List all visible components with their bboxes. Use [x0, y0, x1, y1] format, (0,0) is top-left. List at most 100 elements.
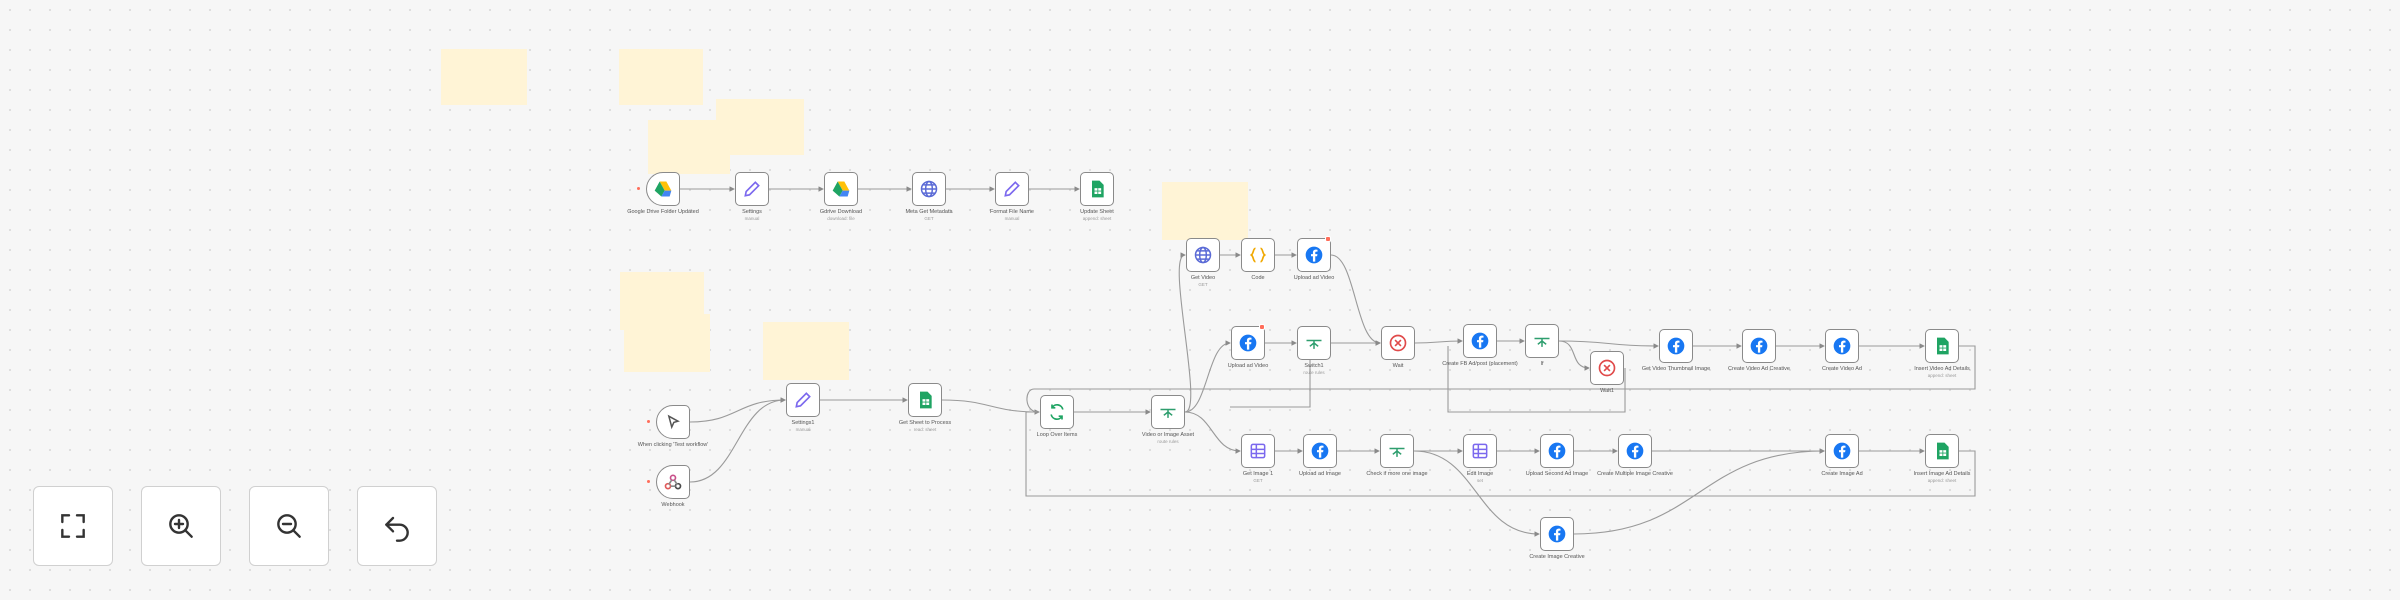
connection-line[interactable] — [689, 397, 786, 483]
node-title: Video or Image Asset — [1141, 432, 1195, 438]
sticky-note[interactable] — [441, 49, 527, 105]
google-drive-icon — [831, 179, 851, 199]
sticky-note[interactable] — [619, 49, 703, 105]
switch-icon — [1532, 331, 1552, 351]
node-switch2[interactable] — [1297, 326, 1331, 360]
node-wait[interactable] — [1381, 326, 1415, 360]
connection-line[interactable] — [1558, 340, 1659, 349]
zoom-in-button[interactable]: Zoom in — [141, 486, 221, 566]
node-get-image[interactable] — [1241, 434, 1275, 468]
loop-back-connection[interactable] — [1447, 346, 1626, 413]
node-create-video-ad[interactable] — [1825, 329, 1859, 363]
loop-back-connection[interactable] — [1025, 411, 1976, 497]
connection-line[interactable] — [1184, 411, 1241, 454]
connection-line[interactable] — [1414, 338, 1463, 344]
node-label: Create FB Ad/post (placement) — [1438, 361, 1522, 368]
node-get-video-thumb[interactable] — [1659, 329, 1693, 363]
node-gdrive-download[interactable] — [824, 172, 858, 206]
node-title: Create Image Creative — [1529, 554, 1585, 560]
node-title: Get Video Thumbnail Image — [1641, 366, 1711, 372]
node-settings[interactable] — [735, 172, 769, 206]
node-gdrive-trigger[interactable] — [646, 172, 680, 206]
node-create-multi-creative[interactable] — [1618, 434, 1652, 468]
node-webhook[interactable] — [656, 465, 690, 499]
node-upload-ad-image[interactable] — [1303, 434, 1337, 468]
switch-icon — [1304, 333, 1324, 353]
node-format-file-name[interactable] — [995, 172, 1029, 206]
sticky-note[interactable] — [1162, 182, 1248, 240]
node-create-image-creative[interactable] — [1540, 517, 1574, 551]
node-subtitle: download: file — [827, 215, 855, 221]
switch-icon — [1158, 402, 1178, 422]
node-check-one-image[interactable] — [1380, 434, 1414, 468]
node-subtitle: GET — [924, 215, 934, 221]
node-label: Create Video Ad Creative — [1717, 366, 1801, 373]
node-get-video[interactable] — [1186, 238, 1220, 272]
sticky-note[interactable] — [624, 314, 710, 372]
node-label: Google Drive Folder Updated — [621, 209, 705, 216]
node-subtitle: set — [1476, 477, 1483, 483]
node-subtitle: route rules — [1157, 438, 1179, 444]
node-label: Webhook — [631, 502, 715, 509]
node-title: Format File Name — [989, 209, 1034, 215]
node-subtitle: route rules — [1303, 369, 1325, 375]
pencil-icon — [1002, 179, 1022, 199]
connection-line[interactable] — [1184, 340, 1231, 413]
node-insert-image-ad[interactable] — [1925, 434, 1959, 468]
node-create-video-creative[interactable] — [1742, 329, 1776, 363]
reset-zoom-button[interactable]: Reset zoom — [357, 486, 437, 566]
connection-line[interactable] — [941, 399, 1040, 415]
node-is-video[interactable] — [1151, 395, 1185, 429]
node-subtitle: read: sheet — [913, 426, 937, 432]
loop-back-connection[interactable] — [1230, 360, 1311, 408]
connection-line[interactable] — [1573, 448, 1825, 535]
node-get-sheet[interactable] — [908, 383, 942, 417]
connection-line[interactable] — [1330, 254, 1381, 346]
node-upload-ad-video2[interactable] — [1231, 326, 1265, 360]
stop-icon — [1388, 333, 1408, 353]
connection-line[interactable] — [1558, 340, 1590, 371]
connection-line[interactable] — [1178, 252, 1192, 413]
node-manual-trigger[interactable] — [656, 405, 690, 439]
sticky-note[interactable] — [716, 99, 804, 155]
zoom-out-button[interactable]: Zoom out — [249, 486, 329, 566]
node-title: Upload Second Ad Image — [1525, 471, 1589, 477]
code-braces-icon — [1248, 245, 1268, 265]
loop-back-connection[interactable] — [1026, 345, 1976, 413]
node-label: Create Image Ad — [1800, 471, 1884, 478]
google-sheets-icon — [1087, 179, 1107, 199]
node-upload-second[interactable] — [1540, 434, 1574, 468]
node-sheets-append[interactable] — [1080, 172, 1114, 206]
node-wait2[interactable] — [1590, 351, 1624, 385]
connection-line[interactable] — [689, 397, 786, 423]
node-title: Wait1 — [1600, 388, 1614, 394]
node-upload-video[interactable] — [1297, 238, 1331, 272]
zoom-to-fit-button[interactable]: Zoom to fit — [33, 486, 113, 566]
node-loop[interactable] — [1040, 395, 1074, 429]
globe-icon — [919, 179, 939, 199]
facebook-icon — [1666, 336, 1686, 356]
facebook-icon — [1238, 333, 1258, 353]
node-settings2[interactable] — [786, 383, 820, 417]
node-if[interactable] — [1525, 324, 1559, 358]
facebook-icon — [1547, 524, 1567, 544]
node-subtitle: GET — [1198, 281, 1208, 287]
node-code[interactable] — [1241, 238, 1275, 272]
node-create-image-ad[interactable] — [1825, 434, 1859, 468]
node-edit-image[interactable] — [1463, 434, 1497, 468]
node-create-fb-ad[interactable] — [1463, 324, 1497, 358]
connection-line[interactable] — [1413, 450, 1540, 537]
node-insert-video-ad[interactable] — [1925, 329, 1959, 363]
sticky-note[interactable] — [763, 322, 849, 380]
node-title: Upload ad Video — [1227, 363, 1269, 369]
node-label: Create Multiple Image Creative — [1593, 471, 1677, 478]
google-sheets-icon — [1932, 441, 1952, 461]
node-title: Get Video — [1190, 275, 1216, 281]
facebook-icon — [1832, 441, 1852, 461]
node-title: Create Image Ad — [1821, 471, 1863, 477]
node-get-metadata[interactable] — [912, 172, 946, 206]
